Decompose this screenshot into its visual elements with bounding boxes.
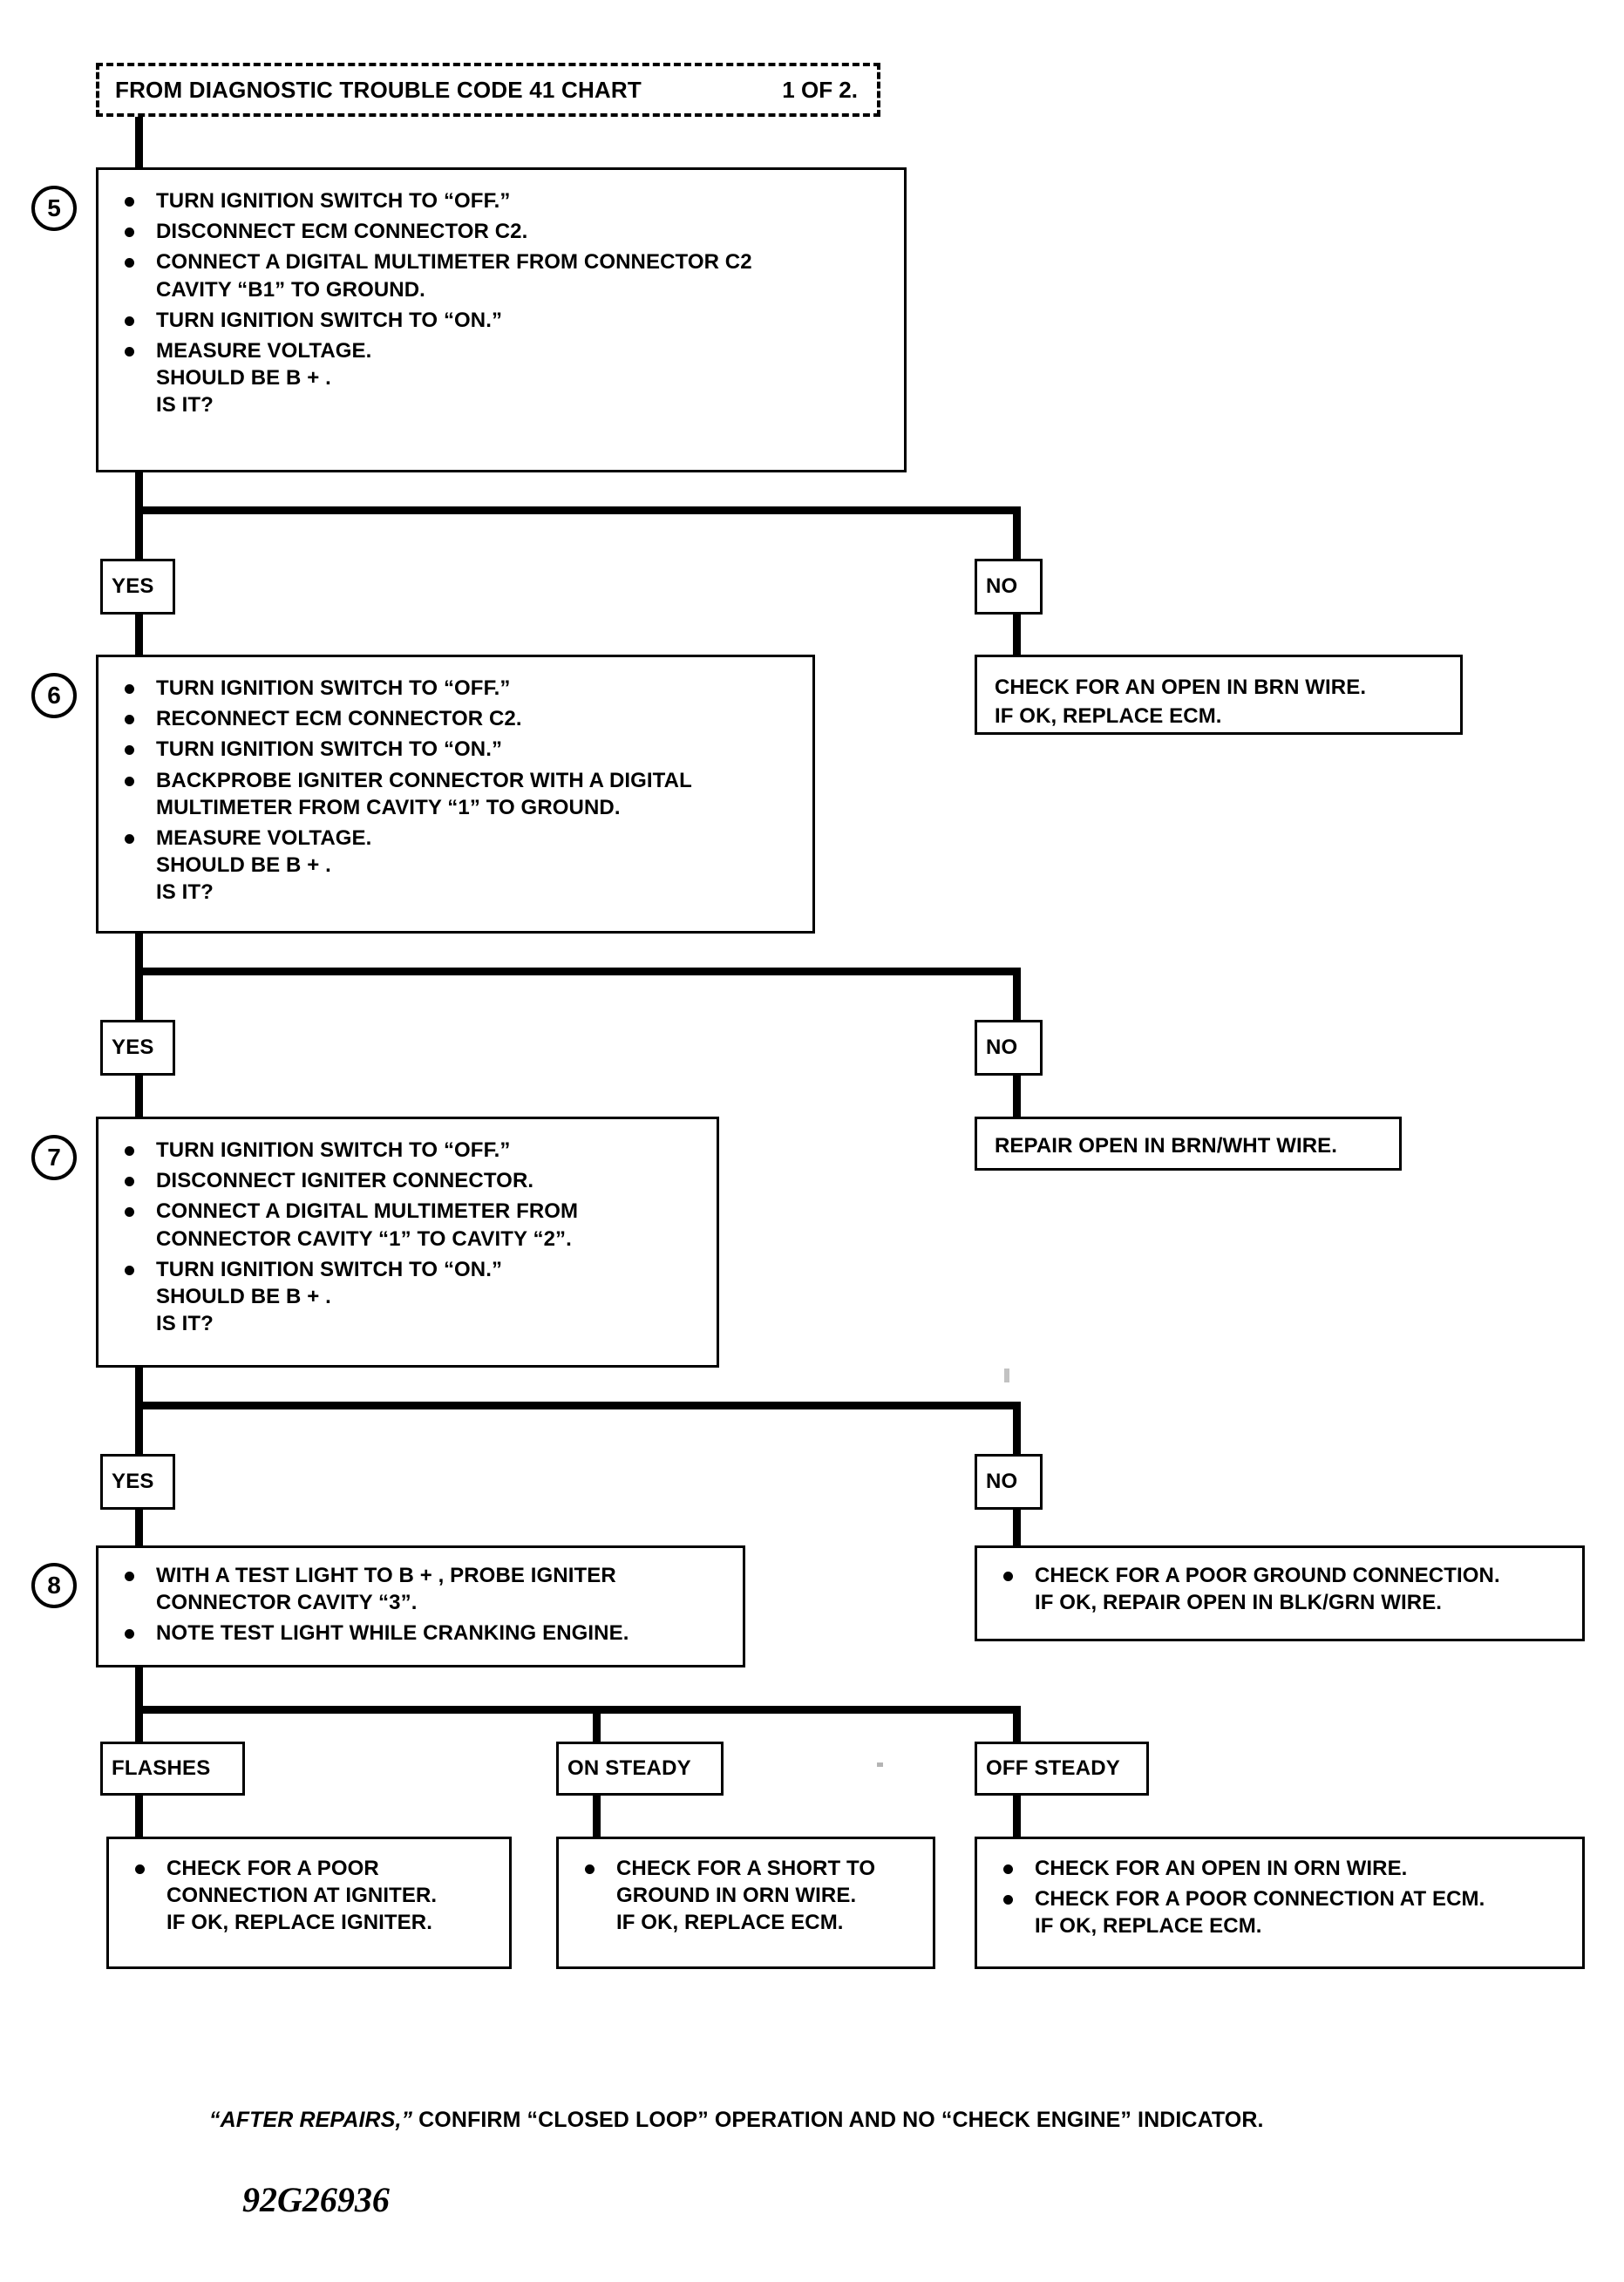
list-item: TURN IGNITION SWITCH TO “ON.” SHOULD BE …	[118, 1256, 578, 1338]
connector-header-to-step5	[135, 117, 143, 171]
branch-tag-yes-1: YES	[100, 559, 175, 615]
step-6-content: TURN IGNITION SWITCH TO “OFF.” RECONNECT…	[99, 657, 706, 919]
connector-yes3-to-step8	[135, 1510, 143, 1546]
step-8-box: WITH A TEST LIGHT TO B + , PROBE IGNITER…	[96, 1545, 745, 1667]
step-5-box: TURN IGNITION SWITCH TO “OFF.” DISCONNEC…	[96, 167, 907, 472]
result-list-no-3: CHECK FOR A POOR GROUND CONNECTION. IF O…	[996, 1562, 1500, 1616]
step-6-box: TURN IGNITION SWITCH TO “OFF.” RECONNECT…	[96, 655, 815, 934]
connector-bus3-to-yes	[135, 1402, 143, 1456]
result-box-on-steady: CHECK FOR A SHORT TO GROUND IN ORN WIRE.…	[556, 1837, 935, 1969]
result-box-no-3: CHECK FOR A POOR GROUND CONNECTION. IF O…	[975, 1545, 1585, 1641]
branch-tag-no-2: NO	[975, 1020, 1043, 1076]
branch-tag-yes-2: YES	[100, 1020, 175, 1076]
list-item: CONNECT A DIGITAL MULTIMETER FROM CONNEC…	[118, 1198, 578, 1252]
connector-no3-to-result	[1013, 1510, 1021, 1546]
branch-bus-4	[135, 1706, 1021, 1714]
connector-bus2-to-yes	[135, 968, 143, 1022]
step-5-list: TURN IGNITION SWITCH TO “OFF.” DISCONNEC…	[118, 187, 752, 419]
list-item: NOTE TEST LIGHT WHILE CRANKING ENGINE.	[118, 1620, 629, 1647]
branch-tag-off-steady: OFF STEADY	[975, 1742, 1149, 1796]
result-content-on-steady: CHECK FOR A SHORT TO GROUND IN ORN WIRE.…	[559, 1839, 889, 1949]
connector-flashes-to-result	[135, 1796, 143, 1837]
result-content-no-3: CHECK FOR A POOR GROUND CONNECTION. IF O…	[977, 1548, 1514, 1628]
list-item: WITH A TEST LIGHT TO B + , PROBE IGNITER…	[118, 1562, 629, 1616]
result-box-no-1: CHECK FOR AN OPEN IN BRN WIRE. IF OK, RE…	[975, 655, 1463, 735]
connector-step5-down	[135, 472, 143, 511]
step-7-box: TURN IGNITION SWITCH TO “OFF.” DISCONNEC…	[96, 1117, 719, 1368]
after-repairs-rest: CONFIRM “CLOSED LOOP” OPERATION AND NO “…	[412, 2108, 1264, 2132]
branch-tag-no-3: NO	[975, 1454, 1043, 1510]
result-text-no-2: REPAIR OPEN IN BRN/WHT WIRE.	[995, 1134, 1338, 1158]
list-item: RECONNECT ECM CONNECTOR C2.	[118, 705, 692, 732]
branch-tag-yes-3: YES	[100, 1454, 175, 1510]
connector-offsteady-to-result	[1013, 1796, 1021, 1837]
connector-bus1-to-no	[1013, 506, 1021, 560]
connector-bus2-to-no	[1013, 968, 1021, 1022]
list-item: TURN IGNITION SWITCH TO “ON.”	[118, 307, 752, 334]
step-number-7: 7	[31, 1135, 77, 1180]
list-item: TURN IGNITION SWITCH TO “OFF.”	[118, 187, 752, 214]
branch-tag-on-steady: ON STEADY	[556, 1742, 724, 1796]
connector-yes2-to-step7	[135, 1076, 143, 1117]
scan-artifact-speck	[877, 1762, 883, 1767]
connector-no1-to-result	[1013, 615, 1021, 656]
connector-no2-to-result	[1013, 1076, 1021, 1117]
list-item: CHECK FOR A POOR GROUND CONNECTION. IF O…	[996, 1562, 1500, 1616]
step-7-list: TURN IGNITION SWITCH TO “OFF.” DISCONNEC…	[118, 1137, 578, 1337]
scan-artifact-speck-2	[1004, 1369, 1009, 1382]
part-number-label: 92G26936	[242, 2180, 390, 2219]
connector-bus4-to-flashes	[135, 1706, 143, 1742]
result-text-no-1: CHECK FOR AN OPEN IN BRN WIRE. IF OK, RE…	[995, 676, 1367, 729]
list-item: TURN IGNITION SWITCH TO “OFF.”	[118, 675, 692, 702]
chart-page-indicator: 1 OF 2.	[782, 76, 858, 103]
result-box-no-2: REPAIR OPEN IN BRN/WHT WIRE.	[975, 1117, 1402, 1171]
list-item: CHECK FOR A POOR CONNECTION AT ECM. IF O…	[996, 1885, 1485, 1939]
step-number-8: 8	[31, 1563, 77, 1608]
result-list-flashes: CHECK FOR A POOR CONNECTION AT IGNITER. …	[128, 1855, 437, 1937]
list-item: BACKPROBE IGNITER CONNECTOR WITH A DIGIT…	[118, 767, 692, 821]
list-item: TURN IGNITION SWITCH TO “ON.”	[118, 736, 692, 763]
list-item: MEASURE VOLTAGE. SHOULD BE B + . IS IT?	[118, 337, 752, 419]
step-5-content: TURN IGNITION SWITCH TO “OFF.” DISCONNEC…	[99, 170, 766, 431]
result-box-off-steady: CHECK FOR AN OPEN IN ORN WIRE. CHECK FOR…	[975, 1837, 1585, 1969]
branch-tag-no-1: NO	[975, 559, 1043, 615]
branch-bus-2	[135, 968, 1021, 975]
connector-step7-down	[135, 1368, 143, 1406]
connector-yes1-to-step6	[135, 615, 143, 656]
connector-step8-down	[135, 1667, 143, 1709]
chart-header-box: FROM DIAGNOSTIC TROUBLE CODE 41 CHART 1 …	[96, 63, 880, 117]
branch-bus-3	[135, 1402, 1021, 1409]
step-number-6: 6	[31, 673, 77, 718]
result-list-off-steady: CHECK FOR AN OPEN IN ORN WIRE. CHECK FOR…	[996, 1855, 1485, 1940]
list-item: CHECK FOR AN OPEN IN ORN WIRE.	[996, 1855, 1485, 1882]
list-item: TURN IGNITION SWITCH TO “OFF.”	[118, 1137, 578, 1164]
step-8-content: WITH A TEST LIGHT TO B + , PROBE IGNITER…	[99, 1548, 642, 1660]
after-repairs-note: “AFTER REPAIRS,” CONFIRM “CLOSED LOOP” O…	[209, 2108, 1264, 2133]
branch-tag-flashes: FLASHES	[100, 1742, 245, 1796]
result-content-flashes: CHECK FOR A POOR CONNECTION AT IGNITER. …	[109, 1839, 451, 1949]
list-item: CONNECT A DIGITAL MULTIMETER FROM CONNEC…	[118, 248, 752, 302]
list-item: CHECK FOR A SHORT TO GROUND IN ORN WIRE.…	[578, 1855, 875, 1937]
after-repairs-emphasis: “AFTER REPAIRS,”	[209, 2108, 413, 2132]
connector-onsteady-to-result	[593, 1796, 601, 1837]
step-6-list: TURN IGNITION SWITCH TO “OFF.” RECONNECT…	[118, 675, 692, 907]
list-item: MEASURE VOLTAGE. SHOULD BE B + . IS IT?	[118, 825, 692, 907]
chart-header-title: FROM DIAGNOSTIC TROUBLE CODE 41 CHART	[115, 76, 642, 103]
connector-bus4-to-onsteady	[593, 1706, 601, 1742]
connector-step6-down	[135, 934, 143, 972]
connector-bus4-to-offsteady	[1013, 1706, 1021, 1742]
step-number-5: 5	[31, 186, 77, 231]
list-item: DISCONNECT ECM CONNECTOR C2.	[118, 218, 752, 245]
connector-bus3-to-no	[1013, 1402, 1021, 1456]
branch-bus-1	[135, 506, 1021, 514]
step-8-list: WITH A TEST LIGHT TO B + , PROBE IGNITER…	[118, 1562, 629, 1647]
step-7-content: TURN IGNITION SWITCH TO “OFF.” DISCONNEC…	[99, 1119, 592, 1349]
result-box-flashes: CHECK FOR A POOR CONNECTION AT IGNITER. …	[106, 1837, 512, 1969]
result-content-off-steady: CHECK FOR AN OPEN IN ORN WIRE. CHECK FOR…	[977, 1839, 1498, 1953]
list-item: CHECK FOR A POOR CONNECTION AT IGNITER. …	[128, 1855, 437, 1937]
connector-bus1-to-yes	[135, 506, 143, 560]
list-item: DISCONNECT IGNITER CONNECTOR.	[118, 1167, 578, 1194]
result-list-on-steady: CHECK FOR A SHORT TO GROUND IN ORN WIRE.…	[578, 1855, 875, 1937]
